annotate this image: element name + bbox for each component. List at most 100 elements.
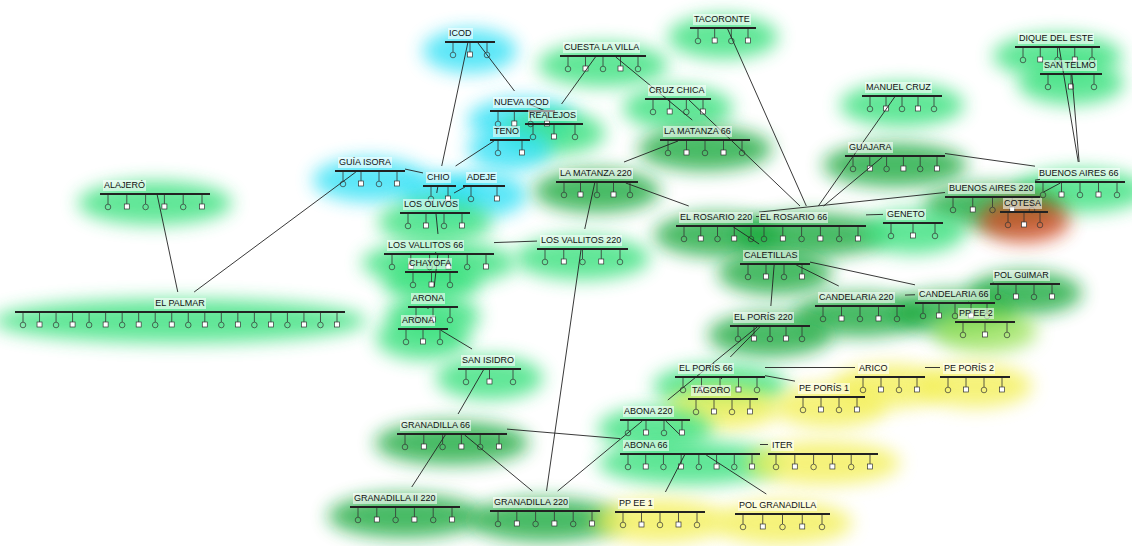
feeder-line [466, 370, 467, 379]
substation-name: LOS OLIVOS [403, 199, 459, 210]
transmission-line [925, 367, 940, 368]
transmission-line [585, 183, 595, 229]
substation-name: TACORONTE [693, 14, 751, 25]
load-symbol [792, 464, 797, 469]
feeder-line [343, 172, 344, 181]
generator-symbol [780, 524, 786, 530]
feeder-line [1002, 378, 1003, 387]
feeder-line [813, 455, 814, 464]
transmission-line [905, 294, 915, 295]
feeder-line [444, 214, 445, 223]
generator-symbol [920, 313, 926, 319]
substation-bus: ICOD [445, 22, 495, 43]
feeder-line [794, 455, 795, 464]
substation-bus: GRANADILLA II 220 [350, 487, 460, 508]
feeder-line [917, 378, 918, 387]
load-symbol [915, 387, 920, 392]
load-symbol [855, 407, 860, 412]
substation-name: GUÍA ISORA [338, 157, 392, 168]
load-symbol [916, 106, 921, 111]
generator-symbol [867, 106, 873, 112]
feeder-line [802, 327, 803, 336]
feeder-line [448, 187, 449, 196]
generator-symbol [468, 196, 474, 202]
substation-bus: TAGORO [688, 379, 758, 400]
load-symbol [459, 444, 464, 449]
substation-bus: GUÍA ISORA [335, 151, 405, 172]
generator-symbol [960, 332, 966, 338]
substation-bus: EL PORÍS 66 [675, 357, 765, 378]
feeder-line [717, 227, 718, 236]
feeder-line [934, 97, 935, 106]
substation-bus: BUENOS AIRES 220 [945, 177, 1040, 198]
feeder-line [202, 195, 203, 204]
transmission-line [824, 157, 883, 206]
heat-glow [534, 169, 660, 213]
feeder-line [405, 435, 406, 444]
feeder-line [423, 330, 424, 339]
substation-bus: CUESTA LA VILLA [560, 36, 646, 57]
load-symbol [856, 236, 861, 241]
feeder-line [684, 227, 685, 236]
feeder-line [985, 323, 986, 332]
feeder-line [461, 435, 462, 444]
feeder-line [433, 508, 434, 517]
load-symbol [395, 181, 400, 186]
feeder-line [734, 227, 735, 236]
substation-name: ABONA 220 [623, 406, 674, 417]
generator-symbol [572, 134, 578, 140]
feeder-line [653, 100, 654, 109]
feeder-line [998, 285, 999, 294]
generator-symbol [285, 322, 291, 328]
generator-symbol [463, 379, 469, 385]
substation-bus: LOS VALLITOS 220 [537, 229, 628, 250]
feeder-line [869, 157, 870, 166]
feeder-line [935, 224, 936, 233]
substation-bus: ARONA [408, 287, 458, 308]
substation-name: EL PALMAR [154, 298, 206, 309]
generator-symbol [1031, 294, 1037, 300]
load-symbol [497, 444, 502, 449]
substation-name: TAGORO [691, 385, 731, 396]
feeder-line [738, 327, 739, 336]
substation-name: ABONA 66 [623, 440, 669, 451]
load-symbol [460, 223, 465, 228]
feeder-line [413, 273, 414, 282]
generator-symbol [437, 339, 443, 345]
feeder-line [870, 455, 871, 464]
substation-bus: GUAJARA [845, 136, 945, 157]
generator-symbol [405, 223, 411, 229]
transmission-line [436, 214, 438, 234]
load-symbol [484, 264, 489, 269]
load-symbol [800, 524, 805, 529]
transmission-line [558, 421, 643, 491]
feeder-line [920, 157, 921, 166]
feeder-line [903, 157, 904, 166]
load-symbol [70, 322, 75, 327]
feeder-line [408, 214, 409, 223]
substation-bus: LA MATANZA 66 [660, 120, 750, 141]
load-symbol [552, 134, 557, 139]
generator-symbol [570, 521, 576, 527]
feeder-line [1040, 213, 1041, 222]
feeder-line [918, 97, 919, 106]
load-symbol [712, 38, 717, 43]
substation-name: LOS VALLITOS 220 [540, 235, 622, 246]
load-symbol [764, 274, 769, 279]
feeder-line [397, 172, 398, 181]
feeder-line [1057, 48, 1058, 57]
feeder-line [686, 100, 687, 109]
substation-bus: GENETO [883, 203, 943, 224]
transmission-line [771, 265, 774, 306]
load-symbol [667, 109, 672, 114]
load-symbol [235, 322, 240, 327]
load-symbol [599, 259, 604, 264]
feeder-line [762, 515, 763, 524]
feeder-line [270, 313, 271, 322]
transmission-line [668, 327, 757, 400]
feeder-line [703, 100, 704, 109]
feeder-line [23, 313, 24, 322]
load-symbol [1038, 57, 1043, 62]
load-symbol [752, 336, 757, 341]
generator-symbol [318, 322, 324, 328]
